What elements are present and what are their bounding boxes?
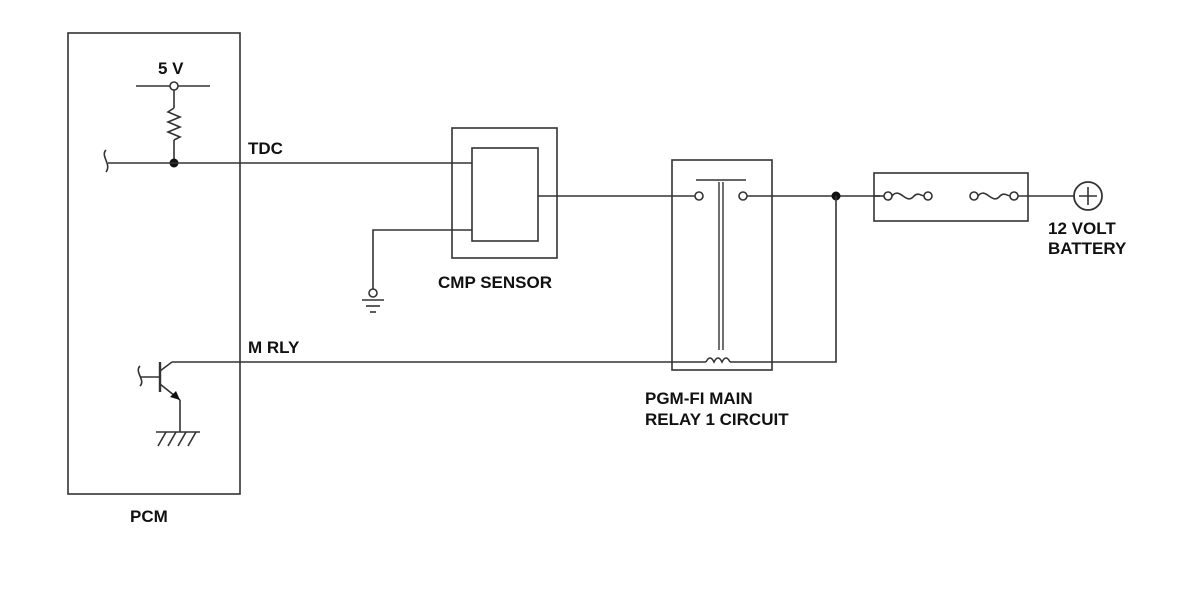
tdc-label: TDC (248, 139, 283, 158)
fuse-box (873, 172, 1029, 222)
battery-label-line1: 12 VOLT (1048, 219, 1116, 238)
cmp-sensor-label: CMP SENSOR (438, 273, 552, 292)
battery-label-line2: BATTERY (1048, 239, 1127, 258)
relay-label-line2: RELAY 1 CIRCUIT (645, 410, 789, 429)
supply-voltage-label: 5 V (158, 59, 184, 78)
fuse2-terminal-left (969, 191, 979, 201)
pcm-label: PCM (130, 507, 168, 526)
relay-label-line1: PGM-FI MAIN (645, 389, 753, 408)
supply-terminal (169, 81, 179, 91)
ground-terminal (368, 288, 378, 298)
fuse1-terminal-right (923, 191, 933, 201)
chassis-hatch-1 (157, 431, 167, 447)
main-relay-box (671, 159, 773, 371)
fuse2-terminal-right (1009, 191, 1019, 201)
coil-feed-wire (772, 196, 837, 363)
fuse1-terminal-left (883, 191, 893, 201)
fuse-1 (891, 192, 925, 200)
pullup-resistor (165, 107, 183, 141)
relay-contact-left (694, 191, 704, 201)
chassis-hatch-4 (187, 431, 197, 447)
relay-contact-right (738, 191, 748, 201)
base-break-mark (137, 365, 143, 387)
pcm-box (67, 32, 241, 495)
fuse-2 (977, 192, 1011, 200)
cmp-sensor-outer (451, 127, 558, 259)
m-rly-label: M RLY (248, 338, 300, 357)
ground-wire (372, 229, 472, 290)
chassis-hatch-3 (177, 431, 187, 447)
line-break-mark (103, 149, 109, 173)
cmp-sensor-inner (471, 147, 539, 242)
transistor-collector (159, 361, 173, 372)
emitter-arrow-icon (170, 391, 180, 400)
relay-coil (705, 357, 731, 364)
chassis-hatch-2 (167, 431, 177, 447)
